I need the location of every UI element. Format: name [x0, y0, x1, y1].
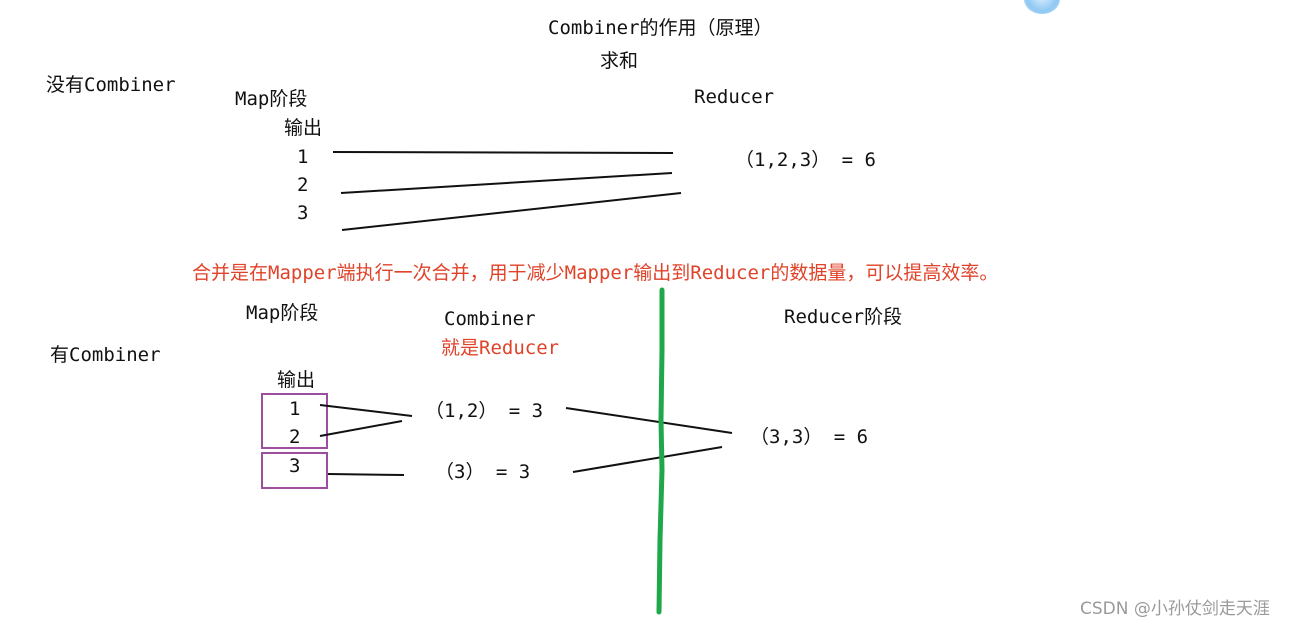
reduce-line-2 — [572, 446, 723, 473]
top-line-2 — [340, 172, 673, 194]
combine-line-2 — [319, 420, 403, 437]
combine-result-2: （3） = 3 — [435, 461, 531, 483]
combine-line-1 — [319, 404, 413, 417]
output-box-group-1 — [261, 393, 328, 449]
top-reducer-label: Reducer — [694, 86, 775, 108]
bottom-output-label: 输出 — [277, 369, 316, 391]
app-icon-fragment — [1024, 0, 1060, 14]
top-reducer-result: （1,2,3） = 6 — [735, 149, 876, 171]
combiner-note: 合并是在Mapper端执行一次合并，用于减少Mapper输出到Reducer的数… — [192, 262, 999, 284]
top-line-3 — [341, 192, 682, 231]
output-box-group-2 — [261, 452, 328, 489]
csdn-watermark: CSDN @小孙仗剑走天涯 — [1080, 599, 1270, 619]
reducer-stage-label: Reducer阶段 — [784, 306, 903, 328]
top-map-stage-label: Map阶段 — [235, 88, 308, 110]
with-combiner-label: 有Combiner — [50, 344, 161, 366]
bottom-output-1: 1 — [289, 398, 301, 420]
diagram-title: Combiner的作用（原理） — [548, 17, 773, 39]
no-combiner-label: 没有Combiner — [46, 74, 176, 96]
bottom-output-2: 2 — [289, 426, 301, 448]
top-output-label: 输出 — [284, 117, 323, 139]
combine-line-3 — [327, 473, 405, 476]
top-output-1: 1 — [297, 146, 309, 168]
top-output-3: 3 — [297, 202, 309, 224]
green-divider — [656, 287, 665, 615]
top-output-2: 2 — [297, 174, 309, 196]
diagram-subtitle: 求和 — [600, 50, 639, 72]
bottom-output-3: 3 — [289, 455, 301, 477]
combiner-is-reducer-note: 就是Reducer — [441, 337, 560, 359]
combine-result-1: （1,2） = 3 — [425, 400, 544, 422]
reduce-line-1 — [565, 407, 733, 434]
combiner-label: Combiner — [444, 308, 536, 330]
bottom-map-stage-label: Map阶段 — [246, 302, 319, 324]
bottom-reducer-result: （3,3） = 6 — [750, 426, 869, 448]
top-line-1 — [332, 151, 674, 154]
